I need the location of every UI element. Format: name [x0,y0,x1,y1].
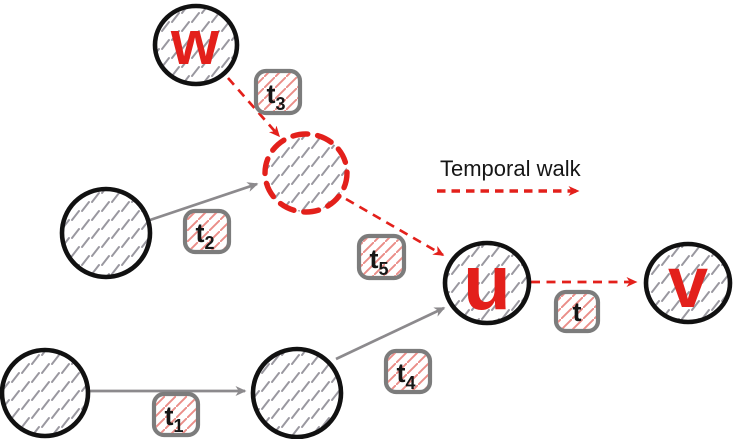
edge-w-to-intermediate [226,77,281,138]
edge-label-t2: t2 [182,208,232,255]
node-u-label: u [463,238,511,326]
edge-label-t5-text: t5 [369,244,388,279]
node-intermediate-dashed [262,131,350,215]
edge-label-t1-hatch [156,396,196,433]
edge-label-t-text: t [573,297,582,327]
edge-label-t5-hatch [361,238,402,276]
node-unlabeled-bottom-middle [250,346,344,439]
edge-label-t1: t1 [151,391,201,438]
node-unlabeled-bottom-middle-circle [250,346,344,439]
edge-label-t4: t4 [383,348,433,395]
edge-left-to-intermediate [149,182,259,222]
node-v-label: v [668,243,708,323]
node-w: w [152,3,240,87]
node-intermediate-circle [262,131,350,215]
node-w-circle [152,3,240,87]
node-u: u [442,238,532,326]
legend-temporal-walk: Temporal walk [437,156,582,196]
legend-label: Temporal walk [440,156,582,181]
edge-label-t4-text: t4 [396,358,415,393]
edge-label-t4-hatch [388,353,428,390]
edge-label-t-hatch [558,294,596,329]
edge-label-t1-text: t1 [164,401,183,436]
edge-label-t3-text: t3 [266,79,285,114]
edge-label-t3: t3 [253,68,303,116]
edge-label-t2-text: t2 [195,218,214,253]
node-v: v [643,241,733,325]
node-unlabeled-left-circle [59,186,153,280]
edge-bottommiddle-to-u [335,306,446,361]
node-u-circle [442,240,532,326]
edge-intermediate-to-u [345,197,445,257]
edge-label-t5: t5 [356,233,407,281]
node-w-label: w [170,9,220,78]
edge-label-t3-hatch [258,73,298,111]
edge-label-t2-hatch [187,213,227,250]
node-unlabeled-bottom-left [0,347,91,439]
node-v-circle [643,241,733,325]
node-unlabeled-bottom-left-circle [0,347,91,439]
node-unlabeled-left [59,186,153,280]
edge-label-t: t [553,289,601,334]
